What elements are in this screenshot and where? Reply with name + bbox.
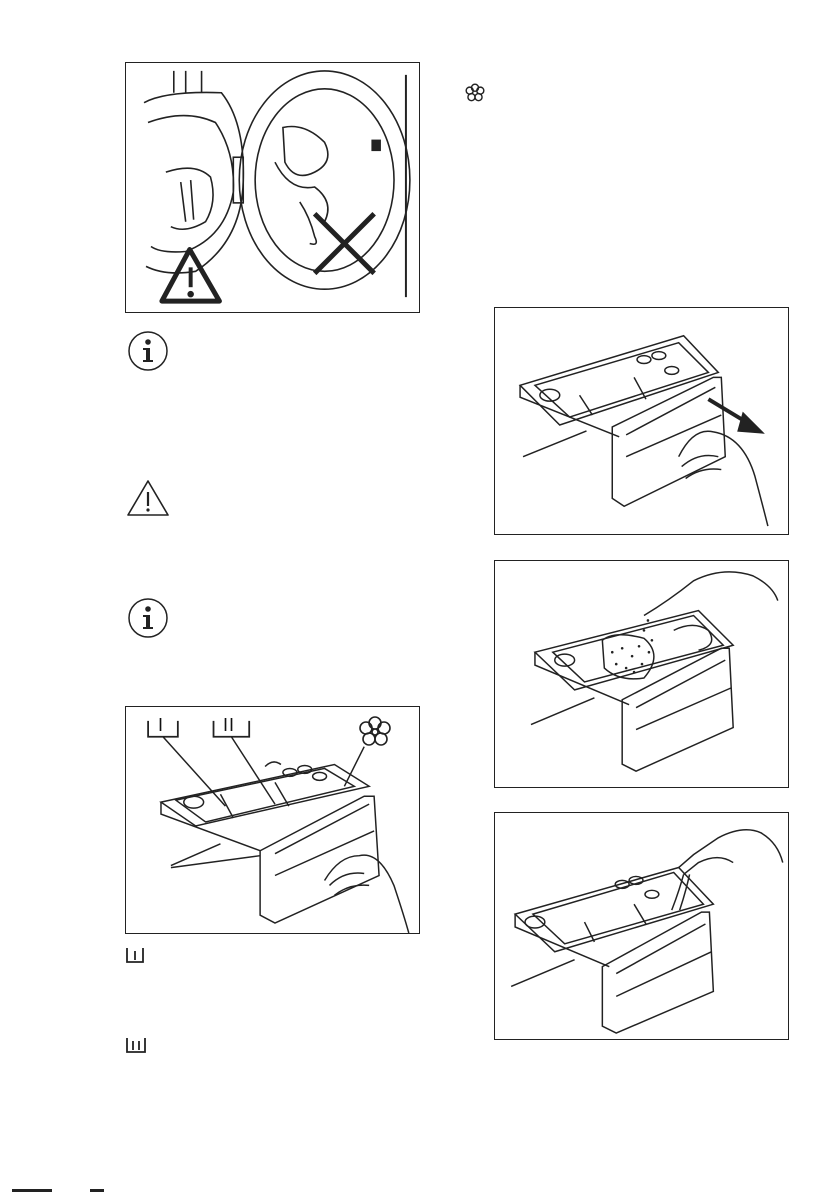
drawer-powder-fill-figure: [494, 560, 789, 788]
drawer-liquid-fill-figure: [494, 812, 789, 1040]
drawer-pull-out-figure: [494, 307, 789, 535]
fabric-softener-icon: [465, 83, 485, 103]
fabric-softener-icon: [358, 715, 392, 749]
door-seal-warning-figure: [125, 62, 420, 313]
mainwash-compartment-icon: [125, 1036, 147, 1054]
mainwash-label: II: [223, 715, 235, 736]
drawer-compartments-figure: I II: [125, 706, 420, 934]
info-icon: [127, 330, 169, 372]
prewash-label: I: [158, 715, 164, 736]
warning-icon: [125, 478, 171, 518]
info-icon: [127, 597, 169, 639]
prewash-compartment-icon: [125, 946, 145, 964]
